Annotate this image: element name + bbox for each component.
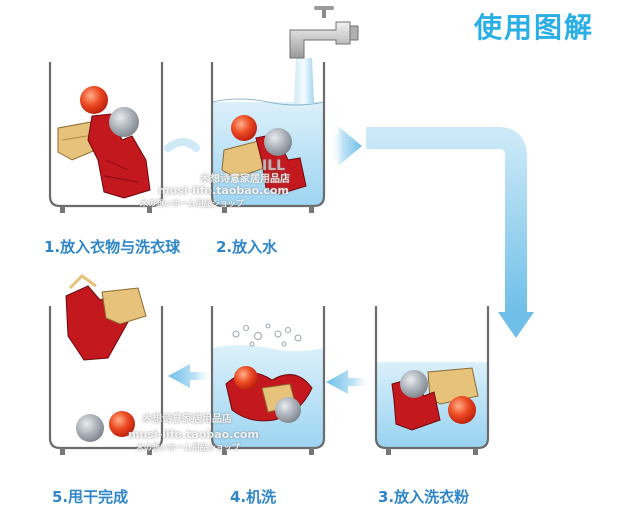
page-title: 使用图解 xyxy=(473,11,594,44)
watermark-url: musi-life.taobao.com xyxy=(158,184,289,197)
laundry-ball-icon xyxy=(109,107,139,137)
bubbles-icon xyxy=(232,323,302,347)
container-step-5 xyxy=(48,274,164,455)
clothes-icon xyxy=(57,113,151,199)
step-1-label: 1.放入衣物与洗衣球 xyxy=(44,238,181,256)
laundry-ball-icon xyxy=(448,396,476,424)
flow-arrow-icon xyxy=(164,126,534,394)
laundry-ball-icon xyxy=(231,115,257,141)
watermark-url: musi-life.taobao.com xyxy=(128,428,259,441)
watermark-shop-name: 木想诗意家居用品店 xyxy=(200,174,290,185)
laundry-ball-icon xyxy=(400,370,428,398)
faucet-icon xyxy=(289,6,359,59)
container-step-3 xyxy=(374,306,490,455)
laundry-ball-icon xyxy=(76,414,104,442)
watermark-jp: 木の想いホーム用品ショップ xyxy=(136,443,240,452)
watermark-shop-name: 木想诗意家居用品店 xyxy=(142,414,232,425)
clothes-icon xyxy=(391,367,479,431)
container-step-1 xyxy=(48,62,164,213)
step-4-label: 4.机洗 xyxy=(230,488,277,506)
laundry-ball-icon xyxy=(234,366,258,390)
laundry-ball-icon xyxy=(275,397,301,423)
container-step-2 xyxy=(210,58,326,213)
laundry-ball-icon xyxy=(80,86,108,114)
watermark-badge: ILL xyxy=(262,158,286,174)
container-step-4 xyxy=(210,306,326,455)
step-5-label: 5.甩干完成 xyxy=(52,488,129,506)
laundry-ball-icon xyxy=(109,411,135,437)
laundry-ball-icon xyxy=(264,128,292,156)
step-2-label: 2.放入水 xyxy=(216,238,278,256)
watermark-jp: 木の想いホーム用品ショップ xyxy=(140,199,244,208)
clothes-icon xyxy=(65,274,147,361)
step-3-label: 3.放入洗衣粉 xyxy=(378,488,470,506)
